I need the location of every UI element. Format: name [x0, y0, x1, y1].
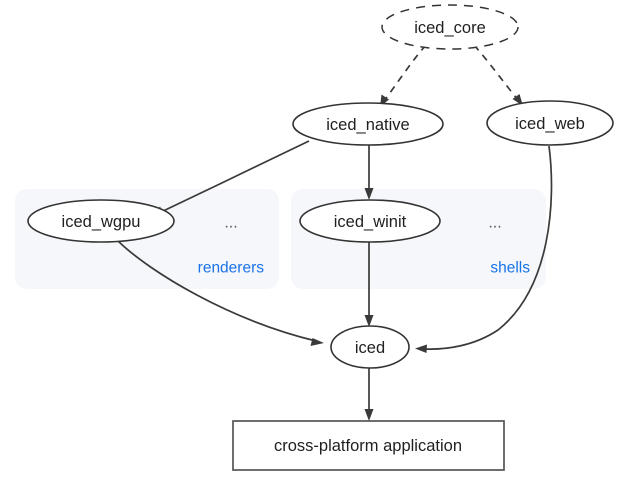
node-iced-shape	[330, 325, 410, 369]
node-iced-core[interactable]: iced_core	[381, 4, 519, 50]
node-iced-wgpu[interactable]: iced_wgpu	[27, 199, 175, 243]
node-iced-native-shape	[292, 102, 444, 146]
edge-native-to-winit-arrowhead	[364, 188, 374, 200]
node-iced-winit-shape	[299, 199, 441, 243]
edge-native-to-wgpu	[158, 140, 310, 214]
shells-ellipsis: ...	[488, 215, 501, 232]
node-application[interactable]: cross-platform application	[232, 420, 505, 471]
edge-iced-to-application-arrowhead	[364, 409, 374, 421]
node-iced-winit-label: iced_winit	[334, 213, 407, 231]
edge-web-to-iced-arrowhead	[415, 344, 427, 353]
node-iced-core-label: iced_core	[414, 19, 486, 37]
node-application-shape	[232, 420, 505, 471]
edge-core-to-native	[383, 44, 427, 102]
node-iced-web-label: iced_web	[515, 115, 585, 133]
node-iced[interactable]: iced	[330, 325, 410, 369]
node-iced-winit[interactable]: iced_winit	[299, 199, 441, 243]
edge-wgpu-to-iced-arrowhead	[310, 338, 324, 346]
edge-wgpu-to-iced	[117, 240, 317, 342]
edge-web-to-iced	[422, 145, 553, 350]
node-iced-native-label: iced_native	[326, 116, 409, 134]
node-iced-core-shape	[381, 4, 519, 50]
cluster-shells-label: shells	[490, 260, 530, 277]
node-iced-web-shape	[486, 100, 614, 146]
cluster-renderers-label: renderers	[198, 260, 265, 277]
edge-core-to-web	[473, 44, 519, 101]
node-iced-wgpu-shape	[27, 199, 175, 243]
renderers-ellipsis: ...	[224, 215, 237, 232]
node-iced-wgpu-label: iced_wgpu	[62, 213, 141, 231]
node-iced-native[interactable]: iced_native	[292, 102, 444, 146]
edge-winit-to-iced-arrowhead	[364, 315, 374, 327]
node-iced-web[interactable]: iced_web	[486, 100, 614, 146]
node-iced-label: iced	[355, 339, 385, 357]
node-application-label: cross-platform application	[274, 437, 462, 455]
